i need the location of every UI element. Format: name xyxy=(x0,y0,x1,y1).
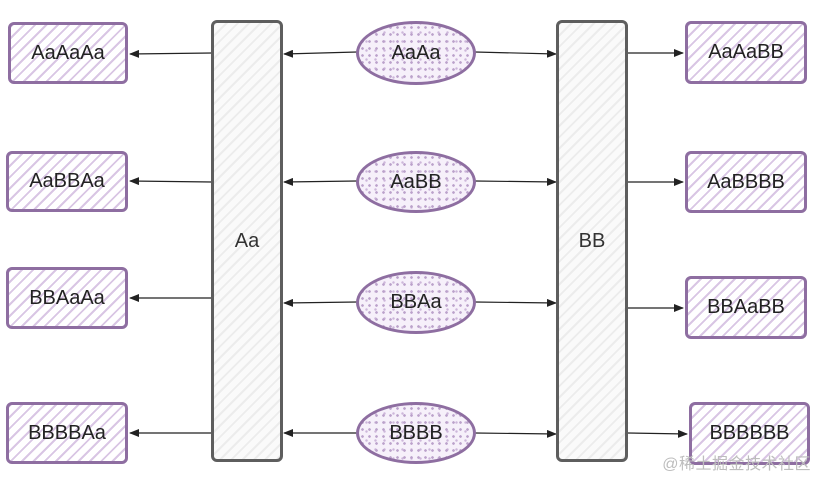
arrow-input-4-to-bb xyxy=(474,429,557,438)
center-input-label-4: BBBB xyxy=(389,421,443,444)
center-input-label-1: AaAa xyxy=(391,41,441,64)
left-output-label-3: BBAaAa xyxy=(29,286,105,309)
right-output-label-1: AaAaBB xyxy=(708,41,784,63)
right-output-label-2: AaBBBB xyxy=(707,170,785,193)
right-output-box-4: BBBBBB xyxy=(689,402,810,465)
left-bar-aa: Aa xyxy=(211,20,283,462)
left-output-label-4: BBBBAa xyxy=(28,421,106,444)
left-output-box-2: AaBBAa xyxy=(6,151,128,212)
right-output-label-3: BBAaBB xyxy=(707,296,785,318)
arrow-input-3-to-aa xyxy=(283,298,358,307)
watermark: @稀土掘金技术社区 xyxy=(662,456,811,473)
left-output-box-1: AaAaAa xyxy=(8,22,128,84)
arrow-aa-to-output-1 xyxy=(129,49,213,58)
right-output-box-2: AaBBBB xyxy=(685,151,807,213)
arrow-aa-to-output-2 xyxy=(129,177,213,186)
right-output-box-3: BBAaBB xyxy=(685,276,807,339)
right-bar-label: BB xyxy=(578,229,606,252)
arrow-input-3-to-bb xyxy=(474,298,557,307)
arrow-input-1-to-bb xyxy=(474,49,557,58)
right-bar-bb: BB xyxy=(556,20,628,462)
center-input-ellipse-3: BBAa xyxy=(356,271,476,334)
center-input-ellipse-4: BBBB xyxy=(356,402,476,464)
center-input-ellipse-2: AaBB xyxy=(356,151,476,213)
right-output-label-4: BBBBBB xyxy=(709,422,790,444)
arrow-input-2-to-bb xyxy=(474,177,557,186)
left-output-box-3: BBAaAa xyxy=(6,267,128,329)
left-bar-label: Aa xyxy=(234,229,260,252)
left-output-label-2: AaBBAa xyxy=(29,170,105,192)
arrow-bb-to-output-4 xyxy=(627,429,688,438)
center-input-ellipse-1: AaAa xyxy=(356,21,476,85)
left-output-label-1: AaAaAa xyxy=(31,41,105,64)
left-output-box-4: BBBBAa xyxy=(6,402,128,464)
center-input-label-2: AaBB xyxy=(390,170,442,193)
center-input-label-3: BBAa xyxy=(390,291,442,313)
arrow-input-1-to-aa xyxy=(283,49,358,58)
right-output-box-1: AaAaBB xyxy=(685,21,807,84)
arrow-input-2-to-aa xyxy=(283,177,358,186)
